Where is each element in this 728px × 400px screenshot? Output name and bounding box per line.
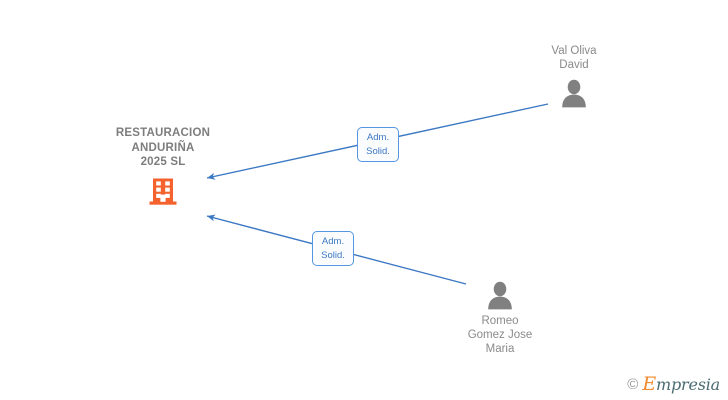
brand-initial: E <box>642 373 656 395</box>
brand-rest: mpresia <box>656 375 720 394</box>
person-icon[interactable] <box>558 78 590 108</box>
relation-label-bottom-line-2: Solid. <box>321 250 345 261</box>
person-bottom-name-line-1: Romeo <box>481 315 519 327</box>
person-top-name-line-2: David <box>559 59 589 71</box>
relation-label-bottom[interactable]: Adm. Solid. <box>312 231 354 266</box>
person-top-icon-wrap <box>494 78 654 108</box>
company-name-line-1: RESTAURACION <box>115 127 211 139</box>
company-node[interactable]: RESTAURACION ANDURIÑA 2025 SL <box>88 126 238 206</box>
person-node-val-oliva-david[interactable]: Val Oliva David <box>494 44 654 108</box>
person-top-name-line-1: Val Oliva <box>551 45 597 57</box>
person-icon[interactable] <box>484 280 516 310</box>
person-bottom-icon-wrap <box>420 280 580 310</box>
relation-label-top-line-2: Solid. <box>366 146 390 157</box>
company-name-line-2: ANDURIÑA <box>131 141 195 154</box>
person-node-romeo-gomez-jose-maria[interactable]: Romeo Gomez Jose Maria <box>420 280 580 356</box>
relation-label-top-line-1: Adm. <box>366 132 390 143</box>
person-bottom-name-line-2: Gomez Jose <box>467 329 533 341</box>
person-top-name: Val Oliva David <box>494 44 654 72</box>
brand-logo-text: Empresia <box>642 375 720 394</box>
building-icon[interactable] <box>148 176 178 206</box>
relation-label-top[interactable]: Adm. Solid. <box>357 127 399 162</box>
copyright-icon: © <box>627 376 639 393</box>
company-icon-wrap <box>88 176 238 206</box>
person-bottom-name: Romeo Gomez Jose Maria <box>420 314 580 356</box>
watermark: © Empresia <box>627 375 720 394</box>
relation-label-bottom-line-1: Adm. <box>321 236 345 247</box>
company-name-line-3: 2025 SL <box>140 156 186 168</box>
person-bottom-name-line-3: Maria <box>485 343 515 355</box>
